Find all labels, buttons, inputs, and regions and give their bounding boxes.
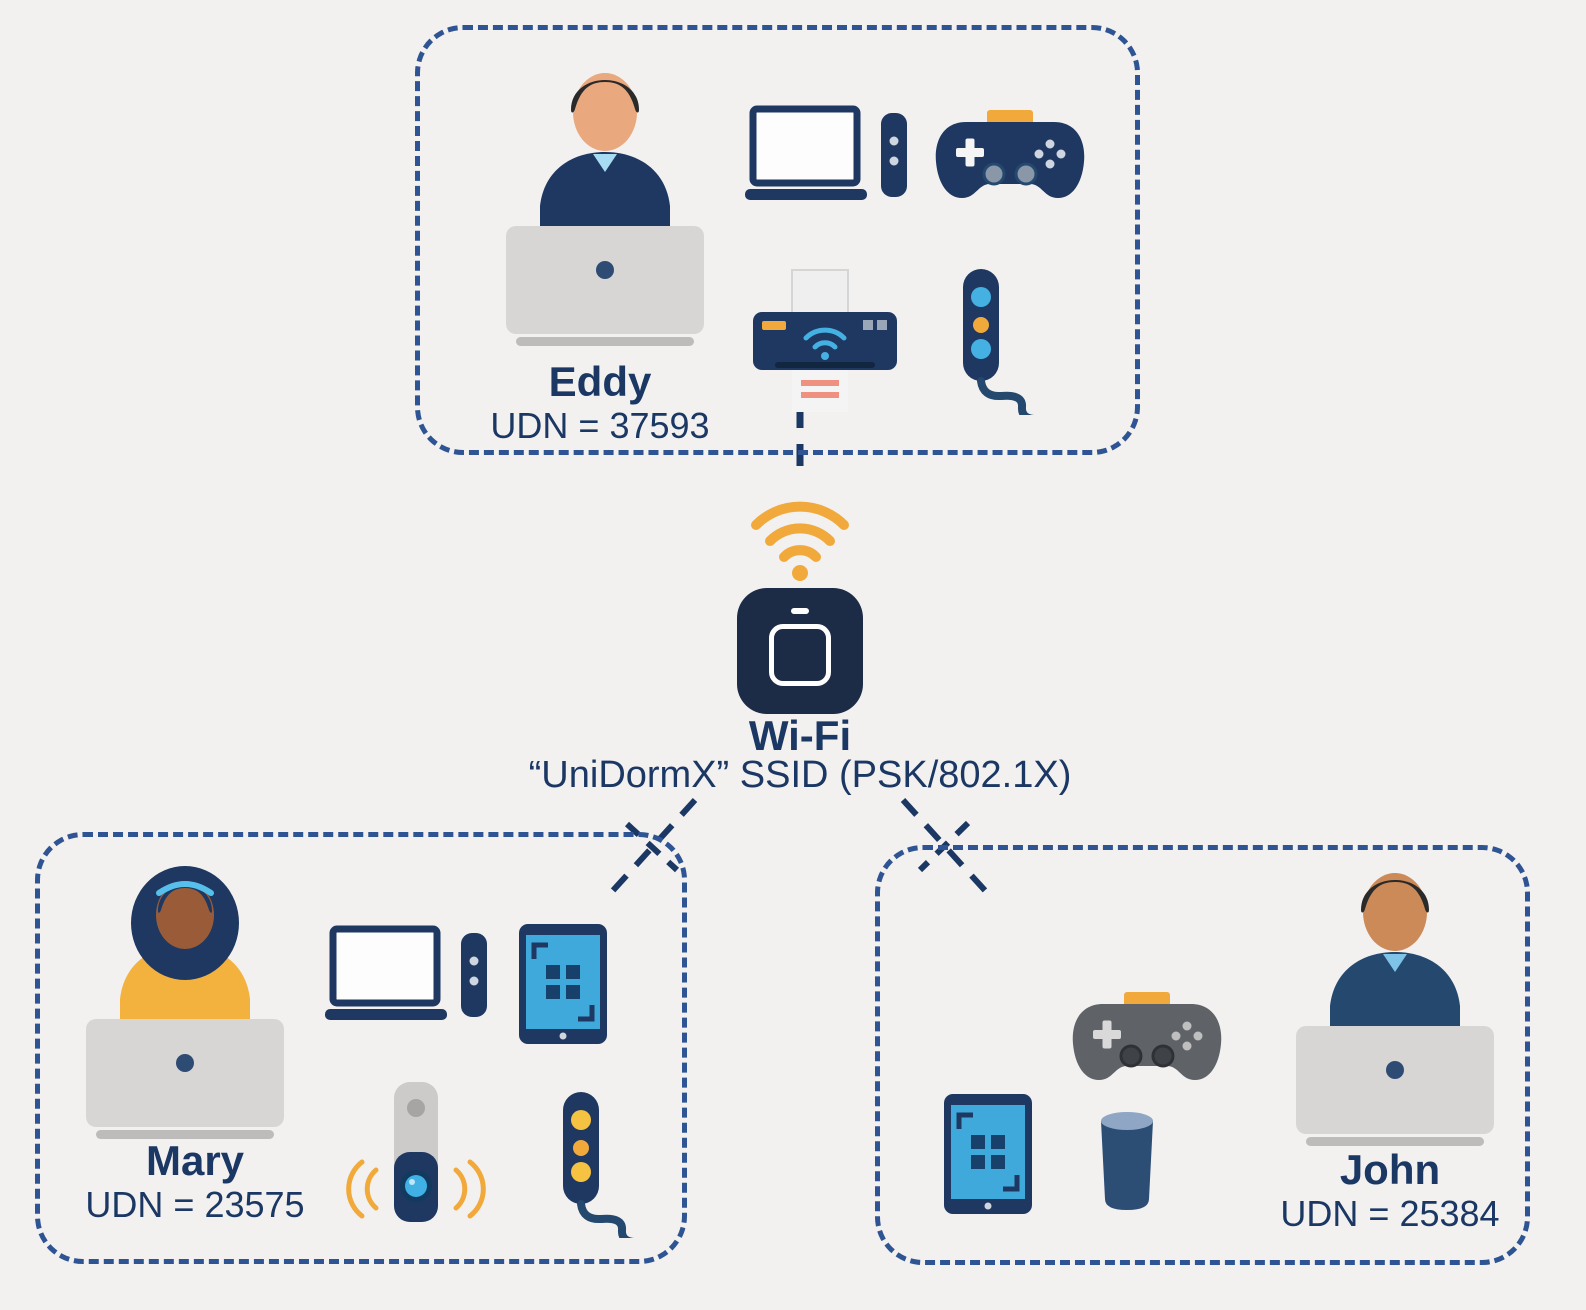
eddy-label-block: Eddy UDN = 37593 — [460, 358, 740, 447]
wifi-ap-face — [769, 624, 831, 686]
wifi-ap-led — [791, 608, 809, 614]
group-eddy: Eddy UDN = 37593 — [415, 25, 1140, 455]
eddy-udn: UDN = 37593 — [490, 405, 710, 447]
mary-video-doorbell-icon — [346, 1082, 486, 1222]
john-game-controller-icon — [1072, 992, 1222, 1080]
mary-name: Mary — [145, 1137, 245, 1184]
eddy-wireless-printer-icon — [753, 269, 897, 412]
wifi-label: Wi-Fi — [748, 712, 852, 759]
mary-smart-hub-icon — [563, 1092, 639, 1238]
wifi-signal-waves-icon — [751, 501, 849, 581]
mary-udn: UDN = 23575 — [85, 1184, 305, 1226]
eddy-laptop-phone-icon — [745, 105, 907, 200]
mary-tablet-icon — [519, 924, 607, 1044]
eddy-game-controller-icon — [935, 110, 1085, 198]
wifi-ssid-line: “UniDormX” SSID (PSK/802.1X) — [528, 754, 1072, 796]
group-mary: Mary UDN = 23575 — [35, 832, 687, 1264]
john-label-block: John UDN = 25384 — [1240, 1146, 1540, 1235]
eddy-smart-hub-icon — [963, 269, 1039, 415]
john-person-at-laptop-icon — [1296, 873, 1494, 1146]
eddy-person-at-laptop-icon — [506, 73, 704, 346]
group-john: John UDN = 25384 — [875, 845, 1530, 1265]
mary-label-block: Mary UDN = 23575 — [45, 1137, 345, 1226]
connector-wifi-john — [900, 797, 993, 899]
eddy-name: Eddy — [548, 358, 652, 405]
john-tablet-icon — [944, 1094, 1032, 1214]
mary-laptop-phone-icon — [325, 925, 487, 1020]
john-udn: UDN = 25384 — [1280, 1193, 1500, 1235]
wifi-access-point-icon — [737, 588, 863, 714]
mary-person-at-laptop-icon — [86, 866, 284, 1139]
connector-wifi-mary — [605, 797, 698, 899]
john-smart-speaker-icon — [1101, 1112, 1153, 1210]
john-name: John — [1339, 1146, 1441, 1193]
